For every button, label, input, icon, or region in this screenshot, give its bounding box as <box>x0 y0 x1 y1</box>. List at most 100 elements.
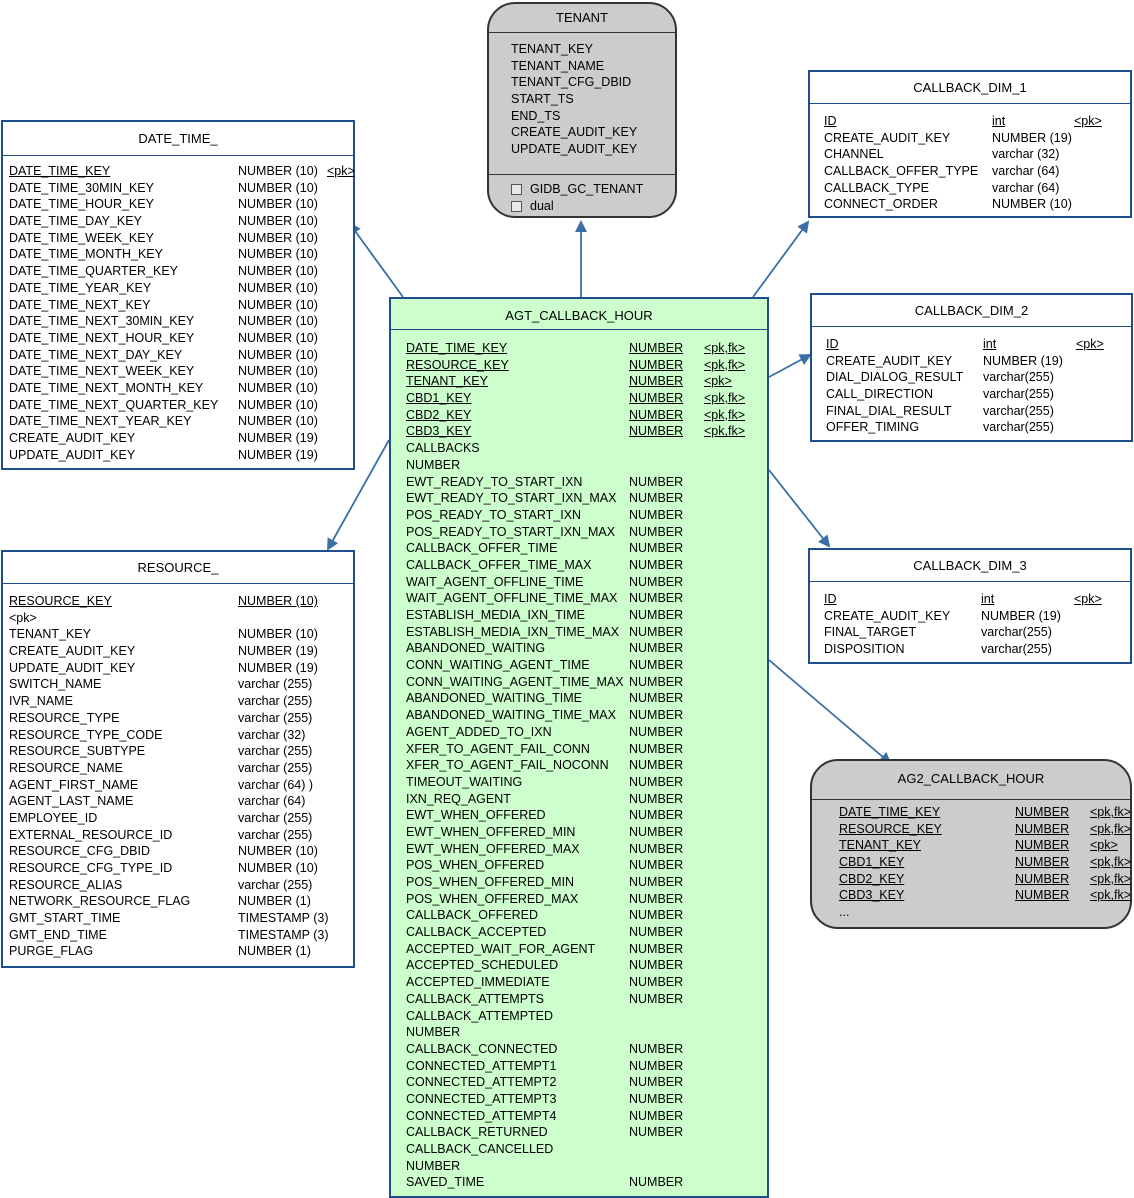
entity-title: TENANT <box>556 10 608 25</box>
column-key-flag: <pk> <box>1090 838 1118 853</box>
column-name: CREATE_AUDIT_KEY <box>824 130 951 145</box>
column-name: CONNECT_ORDER <box>824 197 938 212</box>
column-name: CONNECTED_ATTEMPT2 <box>406 1075 557 1090</box>
column-name: DATE_TIME_NEXT_DAY_KEY <box>9 347 183 362</box>
column-name: DATE_TIME_MONTH_KEY <box>9 247 163 262</box>
column-name: DATE_TIME_KEY <box>406 341 508 355</box>
column-type: NUMBER (10) <box>238 164 318 178</box>
column-type: varchar (255) <box>238 760 313 775</box>
column-type: NUMBER <box>1015 805 1070 819</box>
column-type: NUMBER <box>629 891 684 906</box>
column-type: NUMBER (10) <box>238 380 318 395</box>
column-name: PURGE_FLAG <box>9 944 94 959</box>
column-name: GMT_START_TIME <box>9 911 121 926</box>
column-name: START_TS <box>511 92 574 107</box>
column-type: NUMBER <box>1015 838 1070 853</box>
column-name: DATE_TIME_NEXT_HOUR_KEY <box>9 330 195 345</box>
column-type: NUMBER (1) <box>238 894 311 909</box>
column-name: CBD2_KEY <box>839 871 905 886</box>
column-name: CREATE_AUDIT_KEY <box>826 353 953 368</box>
column-name: CALLBACK_CONNECTED <box>406 1041 558 1056</box>
column-type: NUMBER <box>629 875 684 889</box>
column-type: NUMBER <box>629 941 684 956</box>
entity-title: DATE_TIME_ <box>138 131 218 146</box>
column-name: TENANT_CFG_DBID <box>511 75 632 90</box>
column-name: DATE_TIME_NEXT_YEAR_KEY <box>9 414 192 429</box>
column-name: EWT_WHEN_OFFERED_MIN <box>406 824 576 839</box>
column-key-flag: <pk,fk> <box>704 357 745 372</box>
column-type: TIMESTAMP (3) <box>238 911 329 926</box>
column-type: NUMBER <box>1015 888 1070 903</box>
column-key-flag: <pk,fk> <box>704 341 745 355</box>
entity-title: CALLBACK_DIM_3 <box>913 558 1027 573</box>
link-to-callback-dim-3 <box>768 469 831 548</box>
column-name: NUMBER <box>406 457 461 472</box>
column-type: NUMBER <box>629 341 684 355</box>
column-name: CALLBACK_OFFERED <box>406 908 538 923</box>
column-name: RESOURCE_SUBTYPE <box>9 744 146 759</box>
column-type: varchar(255) <box>983 403 1054 418</box>
column-type: NUMBER (10) <box>238 861 318 875</box>
column-type: NUMBER <box>629 574 684 589</box>
column-type: varchar (255) <box>238 827 313 842</box>
column-type: varchar (255) <box>238 877 313 892</box>
column-type: NUMBER <box>1015 821 1070 836</box>
column-name: EMPLOYEE_ID <box>9 810 98 825</box>
column-name: RESOURCE_KEY <box>839 821 942 836</box>
column-name: ID <box>826 337 839 351</box>
column-name: WAIT_AGENT_OFFLINE_TIME <box>406 574 584 589</box>
column-name: ABANDONED_WAITING_TIME_MAX <box>406 708 616 723</box>
column-type: int <box>983 337 997 351</box>
column-type: NUMBER <box>629 858 684 873</box>
column-type: NUMBER (10) <box>238 844 318 859</box>
entity-title: CALLBACK_DIM_2 <box>914 303 1029 318</box>
column-type: varchar (255) <box>238 810 313 825</box>
column-name: GMT_END_TIME <box>9 927 107 942</box>
column-type: NUMBER <box>629 424 684 439</box>
column-type: NUMBER <box>629 524 684 539</box>
column-type: NUMBER <box>629 741 684 756</box>
column-type: NUMBER <box>629 774 684 789</box>
column-name: DATE_TIME_KEY <box>839 805 941 819</box>
column-name: CBD3_KEY <box>839 888 905 903</box>
link-to-date-time <box>348 222 404 298</box>
column-type: NUMBER <box>629 1108 684 1123</box>
column-type: NUMBER <box>629 1125 684 1140</box>
column-name: IXN_REQ_AGENT <box>406 791 511 806</box>
column-name: EWT_WHEN_OFFERED_MAX <box>406 841 580 856</box>
column-type: varchar (64) ) <box>238 777 314 792</box>
column-type: NUMBER (10) <box>992 197 1072 212</box>
column-name: ... <box>839 905 850 920</box>
column-type: NUMBER (19) <box>238 431 318 445</box>
column-type: NUMBER (10) <box>238 280 318 295</box>
column-type: NUMBER (19) <box>238 660 318 675</box>
column-type: varchar (32) <box>992 147 1060 162</box>
column-name: EWT_WHEN_OFFERED <box>406 808 546 823</box>
column-name: <pk> <box>9 610 37 625</box>
column-type: NUMBER (10) <box>238 594 318 608</box>
column-name: DATE_TIME_YEAR_KEY <box>9 280 152 295</box>
column-type: NUMBER <box>629 474 684 489</box>
column-key-flag: <pk,fk> <box>704 407 745 422</box>
column-name: CALL_DIRECTION <box>826 387 933 402</box>
column-name: DATE_TIME_NEXT_30MIN_KEY <box>9 314 195 329</box>
entity-title: RESOURCE_ <box>137 560 219 575</box>
column-type: NUMBER (10) <box>238 197 318 212</box>
column-key-flag: <pk> <box>704 374 732 389</box>
column-name: AGENT_ADDED_TO_IXN <box>406 724 552 739</box>
column-name: CALLBACK_ACCEPTED <box>406 925 547 940</box>
column-type: NUMBER <box>629 908 684 923</box>
column-name: ID <box>824 114 837 128</box>
column-name: CBD1_KEY <box>406 391 472 406</box>
column-type: NUMBER <box>629 1175 684 1190</box>
column-type: NUMBER <box>629 824 684 839</box>
column-name: TENANT_KEY <box>9 627 91 642</box>
